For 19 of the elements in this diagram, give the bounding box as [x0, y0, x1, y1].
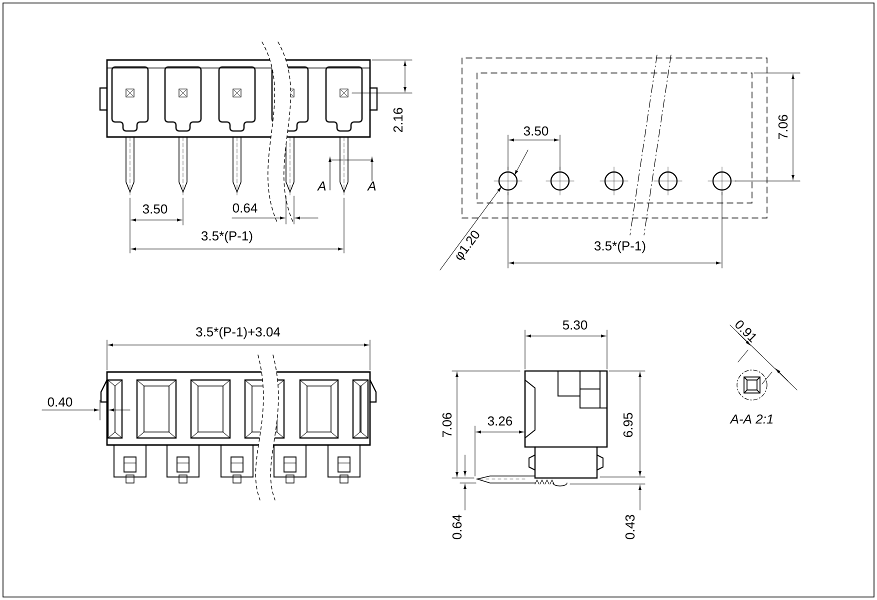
section-label: A-A 2:1 — [730, 414, 774, 424]
dimension-label: 3.26 — [486, 416, 514, 426]
dimension-label: 3.5*(P-1) — [593, 240, 647, 254]
dimension-label: 0.64 — [232, 202, 258, 214]
dimension-label: 3.5*(P-1) — [200, 230, 254, 244]
dimension-label: 5.30 — [562, 320, 588, 330]
section-letter: A — [316, 180, 328, 192]
dimension-label: 6.95 — [622, 412, 634, 438]
section-letter: A — [366, 180, 378, 192]
dimension-label: 3.5*(P-1)+3.04 — [194, 326, 282, 340]
dimension-label: 3.50 — [142, 204, 168, 214]
dimension-label: 0.43 — [624, 514, 636, 540]
dimension-label: 0.64 — [452, 514, 462, 540]
dimension-label: 3.50 — [522, 126, 550, 136]
dimension-label: 7.06 — [778, 114, 788, 140]
dimension-label: 0.40 — [46, 396, 74, 408]
dimension-label: 7.06 — [442, 412, 452, 438]
dimension-label: 0.91 — [732, 318, 760, 344]
dimension-label: 2.16 — [392, 106, 404, 134]
